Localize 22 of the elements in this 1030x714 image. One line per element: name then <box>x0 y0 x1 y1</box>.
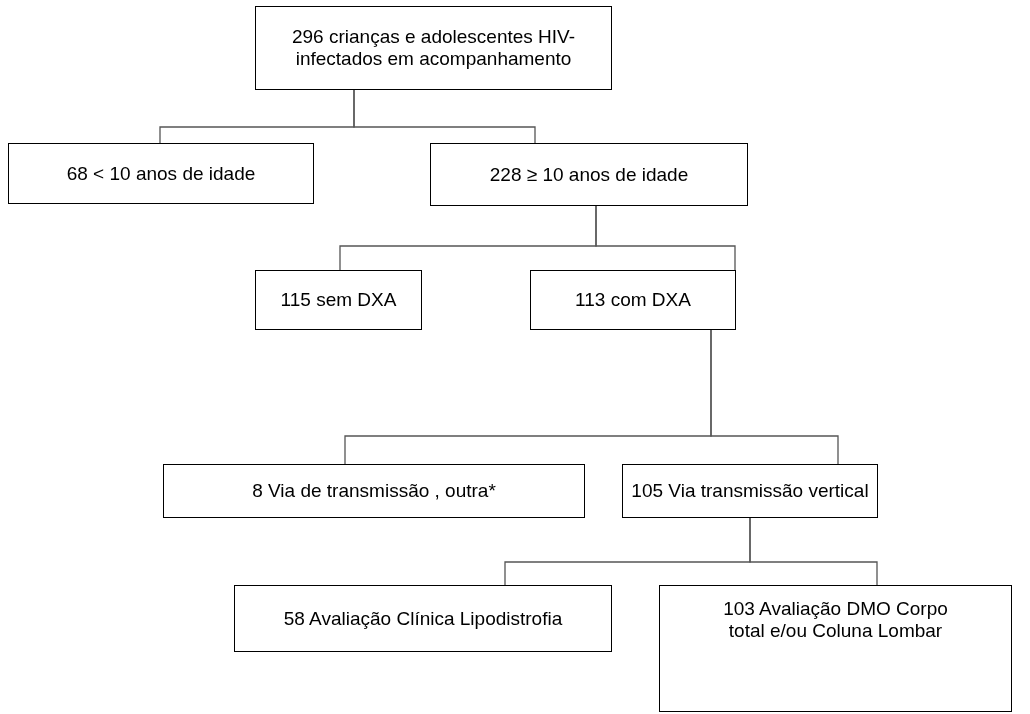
process-box <box>8 143 314 204</box>
node-label: 68 < 10 anos de idade <box>66 162 256 185</box>
connector-line <box>749 517 878 586</box>
process-box <box>163 464 585 518</box>
node-label: 105 Via transmissão vertical <box>631 480 869 502</box>
process-box <box>234 585 612 652</box>
node-label: 58 Avaliação Clínica Lipodistrofia <box>283 607 563 630</box>
node-label: 228 ≥ 10 anos de idade <box>489 163 689 186</box>
node-label: 296 crianças e adolescentes HIV- infectados em acompanhamento <box>290 26 577 70</box>
process-box <box>622 464 878 518</box>
process-box <box>255 270 422 330</box>
node-label: 8 Via de transmissão , outra* <box>252 480 496 502</box>
node-label: 103 Avaliação DMO Corpo total e/ou Coluna Lombar <box>722 598 949 642</box>
connector-line <box>353 89 536 144</box>
node-label: 113 com DXA <box>575 289 691 311</box>
process-box <box>430 143 748 206</box>
connector-line <box>710 329 839 465</box>
process-box <box>530 270 736 330</box>
node-label: 115 sem DXA <box>280 289 397 311</box>
connector-line <box>595 205 736 271</box>
process-box <box>255 6 612 90</box>
process-box <box>659 585 1012 712</box>
